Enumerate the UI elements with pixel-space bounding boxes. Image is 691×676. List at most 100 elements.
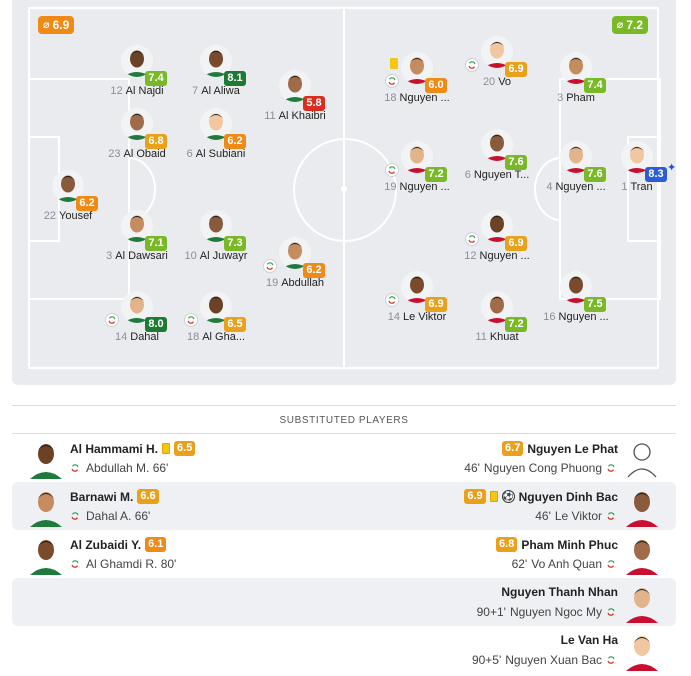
player-rating-badge: 6.9 <box>425 297 447 312</box>
away-sub-player-photo <box>624 533 660 575</box>
player-number: 12 <box>464 250 477 262</box>
player-name: Al Obaid <box>123 148 166 160</box>
player-number: 3 <box>106 250 113 262</box>
away-sub-in[interactable]: Le Van Ha <box>561 633 618 647</box>
player-name: Barnawi M. <box>70 489 134 504</box>
home-sub-in[interactable]: Barnawi M.6.6 <box>70 489 159 504</box>
player-number: 20 <box>482 76 496 88</box>
player-number: 11 <box>475 331 487 343</box>
player-name: Al Dawsari <box>115 250 168 262</box>
sub-out-text: Abdullah M. 66' <box>86 461 169 475</box>
player-number: 6 <box>464 169 471 181</box>
player-number: 18 <box>384 92 397 104</box>
away-sub-player-photo <box>624 485 660 527</box>
away-sub-out: 90+5'Nguyen Xuan Bac <box>472 653 618 667</box>
player-number: 23 <box>108 148 121 160</box>
substitution-row: Le Van Ha 90+5'Nguyen Xuan Bac <box>12 626 676 674</box>
home-sub-player-photo <box>28 485 64 527</box>
substitution-icon <box>70 558 82 570</box>
substitution-icon <box>263 259 277 273</box>
player-rating-badge: 8.3 <box>645 167 667 182</box>
home-sub-in[interactable]: Al Hammami H.6.5 <box>70 441 196 456</box>
player-rating-badge: 8.1 <box>224 71 246 86</box>
player-name: Nguyen ... <box>555 181 606 193</box>
sub-minute: 46' <box>464 461 480 475</box>
away-sub-player-photo <box>624 437 660 479</box>
player-rating-badge: 7.3 <box>224 236 246 251</box>
away-sub-out: 90+1'Nguyen Ngoc My <box>477 605 618 619</box>
home-sub-out: Dahal A. 66' <box>70 509 150 523</box>
player-name: Pham <box>566 92 595 104</box>
player-number: 18 <box>186 331 200 343</box>
away-sub-out: 46'Nguyen Cong Phuong <box>464 461 618 475</box>
player-rating-badge: 6.9 <box>505 62 527 77</box>
substitution-icon <box>385 293 399 307</box>
player-rating-badge: 7.4 <box>584 78 606 93</box>
sub-out-text: Le Viktor <box>554 509 602 523</box>
player-rating-badge: 7.1 <box>145 236 167 251</box>
player-number: 16 <box>543 311 556 323</box>
away-sub-out: 62'Vo Anh Quan <box>512 557 618 571</box>
home-sub-in[interactable]: Al Zubaidi Y.6.1 <box>70 537 167 552</box>
substitution-icon <box>385 74 399 88</box>
player-photo <box>560 52 592 84</box>
player-rating-badge: 7.5 <box>584 297 606 312</box>
player-number: 10 <box>184 250 197 262</box>
player-rating-badge: 8.0 <box>145 317 167 332</box>
player-rating-badge: 6.8 <box>145 134 167 149</box>
player-rating-badge: 7.6 <box>505 155 527 170</box>
player-rating-badge: 6.2 <box>76 196 98 211</box>
player-name: Vo <box>498 76 512 88</box>
player-name: Al Najdi <box>125 85 164 97</box>
home-sub-player-photo <box>28 533 64 575</box>
away-sub-player-photo <box>624 581 660 623</box>
substitution-icon <box>606 558 618 570</box>
player-rating-badge: 7.2 <box>425 167 447 182</box>
away-sub-in[interactable]: 6.9⚽Nguyen Dinh Bac <box>464 489 618 504</box>
sub-out-text: Dahal A. 66' <box>86 509 151 523</box>
player-name: Nguyen Thanh Nhan <box>501 585 618 599</box>
player-name: Abdullah <box>281 277 325 289</box>
home-sub-out: Abdullah M. 66' <box>70 461 168 475</box>
ball-icon: ⚽ <box>501 490 515 503</box>
player-rating-badge: 6.7 <box>502 441 524 456</box>
away-sub-in[interactable]: Nguyen Thanh Nhan <box>501 585 618 599</box>
player-rating-badge: 7.2 <box>505 317 527 332</box>
yellow-card-icon <box>489 491 498 502</box>
player-name: Tran <box>630 181 653 193</box>
